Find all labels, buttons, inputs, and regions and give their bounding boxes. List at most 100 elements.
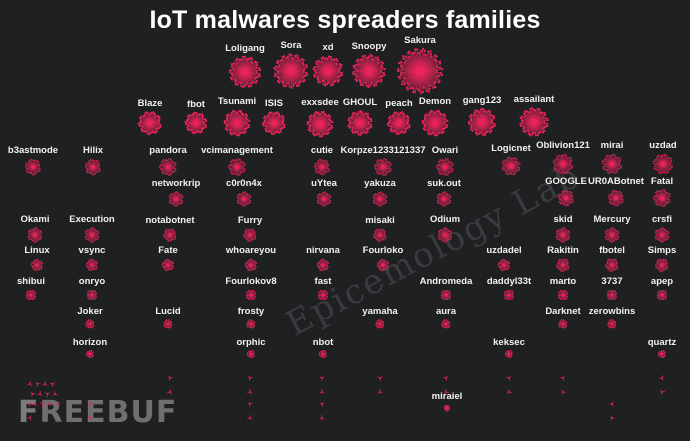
node-burst	[655, 258, 669, 272]
node-burst	[163, 228, 177, 242]
node-burst	[87, 289, 97, 300]
node-label: uzdad	[649, 140, 677, 152]
node-burst	[246, 319, 256, 329]
mini-cluster	[319, 414, 325, 420]
node-burst	[421, 109, 449, 137]
node-label: Fourloko	[362, 245, 404, 257]
node-label: Lucid	[155, 305, 181, 317]
mini-cluster	[377, 389, 383, 395]
node-label: marto	[549, 276, 577, 288]
node-label: yamaha	[362, 305, 398, 317]
mini-cluster	[658, 375, 664, 381]
node-burst	[441, 319, 451, 329]
node-burst	[657, 289, 667, 300]
mini-cluster	[47, 400, 53, 406]
mini-cluster	[54, 401, 60, 408]
mini-cluster	[52, 390, 58, 397]
node-label: Demon	[418, 96, 452, 108]
node-label: Simps	[647, 244, 677, 256]
node-burst	[552, 153, 573, 175]
node-burst	[26, 289, 36, 300]
node-label: suk.out	[427, 178, 461, 189]
node-burst	[437, 227, 453, 243]
node-burst	[85, 319, 95, 329]
node-burst	[158, 158, 177, 177]
node-burst	[24, 158, 41, 176]
node-burst	[223, 109, 251, 137]
freebuf-logo: FREEBUF	[18, 395, 178, 430]
node-burst	[376, 258, 390, 272]
node-burst	[604, 227, 620, 243]
node-burst	[497, 258, 511, 272]
node-burst	[261, 111, 286, 136]
node-burst	[84, 227, 100, 243]
node-burst	[306, 110, 334, 138]
node-label: daddyl33t	[486, 276, 532, 288]
node-burst	[373, 228, 387, 242]
node-burst	[504, 289, 514, 300]
node-label: keksec	[493, 336, 525, 348]
node-burst	[246, 289, 256, 300]
mini-cluster	[506, 375, 512, 381]
node-burst	[657, 350, 666, 358]
mini-cluster	[506, 389, 513, 395]
node-label: Mercury	[593, 214, 631, 225]
node-burst	[601, 153, 622, 175]
node-burst	[467, 107, 496, 136]
node-label: Okami	[20, 214, 50, 225]
node-label: Furry	[237, 214, 263, 226]
node-label: aura	[435, 305, 457, 317]
node-label: Darknet	[545, 305, 581, 317]
mini-cluster	[561, 389, 567, 395]
mini-cluster	[86, 415, 93, 421]
node-label: quartz	[647, 336, 677, 348]
mini-cluster	[88, 401, 94, 407]
mini-cluster	[319, 402, 325, 408]
node-burst	[85, 258, 99, 272]
node-label: apep	[650, 276, 674, 288]
mini-cluster	[609, 401, 614, 407]
node-burst	[30, 258, 44, 272]
node-label: Korpze1233121337	[340, 144, 426, 156]
node-burst	[85, 350, 94, 358]
node-label: nirvana	[306, 245, 340, 257]
node-burst	[184, 111, 208, 135]
node-label: UR0ABotnet	[588, 176, 644, 188]
node-label: pandora	[149, 144, 187, 156]
node-burst	[373, 158, 392, 177]
node-label: GHOUL	[342, 97, 378, 109]
node-burst	[605, 258, 619, 272]
node-burst	[243, 228, 257, 242]
node-label: vsync	[78, 245, 106, 257]
node-burst	[558, 289, 568, 300]
node-label: Rakitin	[547, 244, 579, 256]
node-label: uzdadel	[486, 245, 522, 257]
node-burst	[555, 227, 571, 243]
node-label: Snoopy	[351, 40, 387, 52]
node-label: Execution	[69, 214, 115, 225]
node-burst	[273, 53, 309, 89]
node-burst	[607, 189, 624, 207]
node-label: miraiel	[431, 391, 463, 403]
mini-cluster	[39, 401, 46, 408]
node-label: Loligang	[225, 42, 265, 54]
mini-cluster	[35, 381, 41, 387]
mini-cluster	[26, 381, 33, 387]
mini-cluster	[26, 415, 32, 421]
mini-cluster	[32, 401, 38, 407]
node-label: Oblivion121	[536, 140, 590, 152]
node-burst	[556, 258, 570, 272]
node-burst	[137, 111, 162, 136]
node-label: horizon	[72, 336, 108, 348]
mini-cluster	[167, 389, 173, 395]
node-label: GOOGLE	[545, 176, 587, 188]
node-label: shibui	[17, 276, 45, 288]
mini-cluster	[167, 375, 173, 381]
node-burst	[654, 227, 670, 243]
node-label: zerowbins	[588, 305, 636, 317]
node-burst	[652, 153, 673, 175]
mini-cluster	[443, 389, 449, 395]
node-label: fast	[314, 276, 332, 288]
node-label: nbot	[312, 336, 334, 348]
